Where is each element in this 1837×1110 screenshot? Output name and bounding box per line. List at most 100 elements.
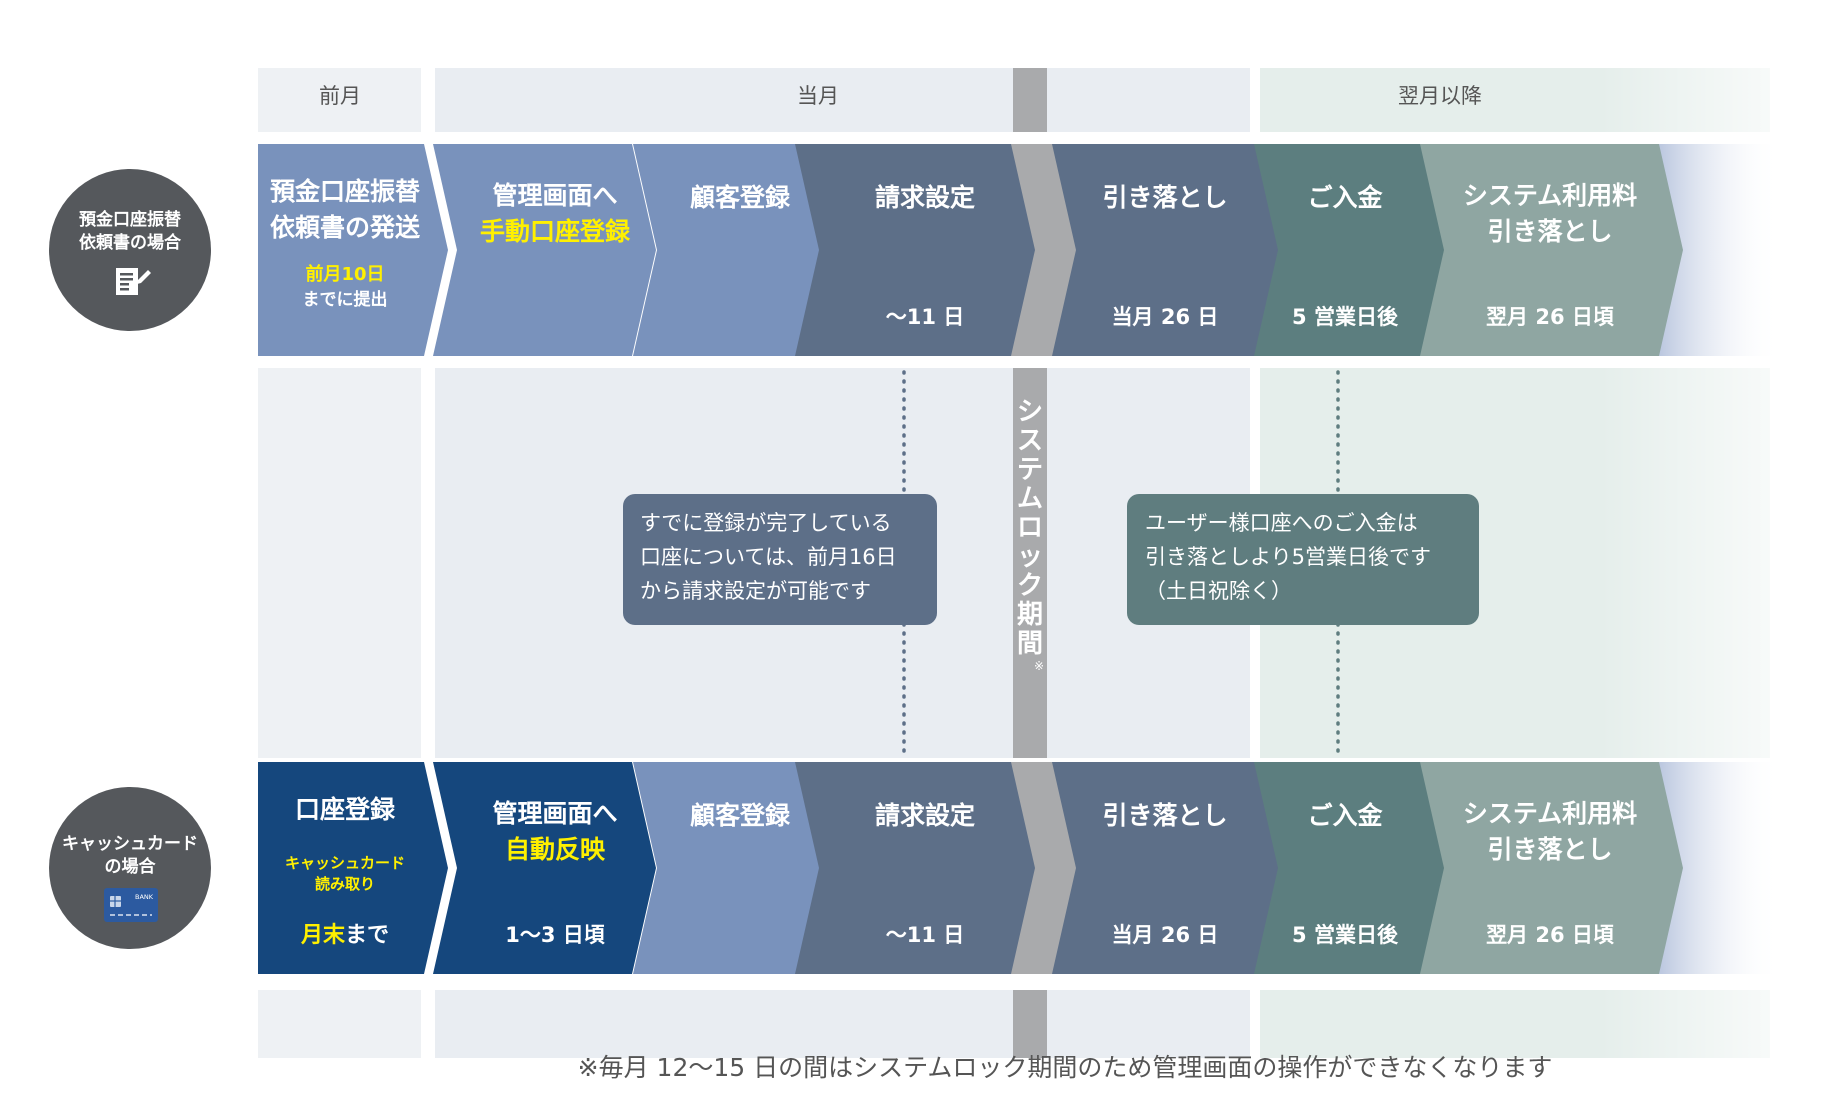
row-label-line: 預金口座振替 [79, 209, 182, 230]
step-title: 管理画面へ [492, 799, 617, 828]
step-shape [633, 144, 820, 356]
lock-bar-mid [1013, 368, 1047, 758]
col-current-bottom [435, 990, 1250, 1058]
row-label-line: 依頼書の場合 [79, 232, 182, 253]
step-date-accent: 月末 [300, 923, 346, 948]
step-note: までに提出 [303, 289, 388, 310]
step-date: 1〜3 日頃 [505, 923, 606, 947]
row-label-cash-card-text: キャッシュカードの場合 [62, 834, 198, 877]
step-date: 当月 26 日 [1112, 923, 1219, 947]
footnote: ※毎月 12〜15 日の間はシステムロック期間のため管理画面の操作ができなくなり… [578, 1053, 1553, 1082]
lock-label-char: ッ [1017, 542, 1043, 572]
step-title: ご入金 [1307, 801, 1383, 830]
lock-bar-top [1013, 68, 1047, 132]
row-label-bank-form: 預金口座振替依頼書の場合 [49, 169, 211, 331]
document-pen-icon [116, 268, 151, 295]
step-title: 管理画面へ [492, 181, 617, 210]
step-date-rest: まで [345, 923, 389, 948]
lock-label-char: テ [1017, 455, 1043, 485]
callout-line: 口座については、前月16日 [640, 545, 897, 569]
step-date: 5 営業日後 [1292, 305, 1399, 329]
bank-card-icon: BANK [104, 888, 158, 922]
step-date: 〜11 日 [886, 923, 965, 947]
flow-row-cash-card: 口座登録キャッシュカード読み取り月末まで 管理画面へ自動反映 1〜3 日頃 顧客登録請… [258, 762, 1780, 974]
step-shape [1052, 144, 1280, 356]
step-title: 依頼書の発送 [270, 213, 420, 242]
period-next-label: 翌月以降 [1398, 84, 1482, 108]
lock-label-char: ロ [1017, 513, 1043, 543]
callout-line: すでに登録が完了している [640, 511, 892, 535]
step-note-accent: 読み取り [315, 875, 375, 893]
flow-step: 請求設定〜11 日 [795, 144, 1035, 356]
step-title: 引き落とし [1102, 183, 1227, 212]
row-label-cash-card: キャッシュカードの場合 BANK [49, 787, 211, 949]
step-date: 翌月 26 日頃 [1486, 923, 1615, 947]
col-prev-mid [258, 368, 421, 758]
step-shape [258, 144, 448, 356]
bank-card-label: BANK [135, 893, 154, 901]
step-shape [795, 762, 1035, 974]
step-date: 〜11 日 [886, 305, 965, 329]
lock-label-char: ク [1017, 571, 1043, 601]
lock-label-char: 間 [1017, 629, 1043, 659]
step-date: 翌月 26 日頃 [1486, 305, 1615, 329]
step-title-accent: 自動反映 [505, 835, 606, 864]
lock-label-char: 期 [1017, 600, 1043, 630]
col-prev-bottom [258, 990, 421, 1058]
step-date: 当月 26 日 [1112, 305, 1219, 329]
flow-step: ご入金 5 営業日後 [1254, 762, 1445, 974]
callout-line: ユーザー様口座へのご入金は [1145, 511, 1418, 535]
step-date: 5 営業日後 [1292, 923, 1399, 947]
lock-label-char: ム [1017, 484, 1043, 514]
period-current-label: 当月 [797, 84, 839, 108]
step-title: 預金口座振替 [270, 177, 420, 206]
callout-billing: すでに登録が完了している口座については、前月16日から請求設定が可能です [623, 494, 937, 625]
col-prev-header [258, 68, 421, 132]
callout-line: から請求設定が可能です [640, 579, 871, 603]
callout-billing-text: すでに登録が完了している口座については、前月16日から請求設定が可能です [640, 511, 897, 603]
step-title: システム利用料 [1463, 181, 1637, 210]
step-shape [1254, 762, 1445, 974]
flow-step: 顧客登録 [633, 144, 820, 356]
flow-step: 請求設定〜11 日 [795, 762, 1035, 974]
row-label-line: の場合 [105, 856, 157, 877]
step-title: 引き落とし [1487, 217, 1612, 246]
callout-line: 引き落としより5営業日後です [1145, 545, 1431, 569]
lock-period-mark: ※ [1034, 659, 1044, 673]
callout-line: （土日祝除く） [1145, 579, 1292, 603]
period-prev-label: 前月 [319, 84, 361, 108]
step-title: 口座登録 [295, 795, 396, 824]
step-title: 顧客登録 [690, 183, 791, 212]
step-title-accent: 手動口座登録 [480, 217, 631, 246]
row-label-line: キャッシュカード [62, 834, 198, 854]
flow-step: ご入金 5 営業日後 [1254, 144, 1445, 356]
step-shape [633, 762, 820, 974]
lock-bar-bottom [1013, 990, 1047, 1058]
step-title: ご入金 [1307, 183, 1383, 212]
step-shape [1254, 144, 1445, 356]
flow-tail [1655, 762, 1780, 974]
step-shape [1420, 144, 1683, 356]
step-title: 顧客登録 [690, 801, 791, 830]
callout-deposit-text: ユーザー様口座へのご入金は引き落としより5営業日後です （土日祝除く） [1145, 511, 1431, 603]
flow-row-bank-form: 預金口座振替依頼書の発送前月10日までに提出管理画面へ手動口座登録顧客登録請求設… [258, 144, 1780, 356]
step-title: 引き落とし [1487, 835, 1612, 864]
step-shape [795, 144, 1035, 356]
col-current-header [435, 68, 1250, 132]
step-shape [433, 144, 656, 356]
flow-step: 顧客登録 [633, 762, 820, 974]
lock-label-char: ス [1017, 426, 1043, 456]
step-note-accent: キャッシュカード [285, 854, 405, 872]
row-label-bank-form-text: 預金口座振替依頼書の場合 [79, 209, 182, 253]
flow-tail [1655, 144, 1780, 356]
step-date: 月末まで [300, 923, 389, 948]
step-title: 引き落とし [1102, 801, 1227, 830]
